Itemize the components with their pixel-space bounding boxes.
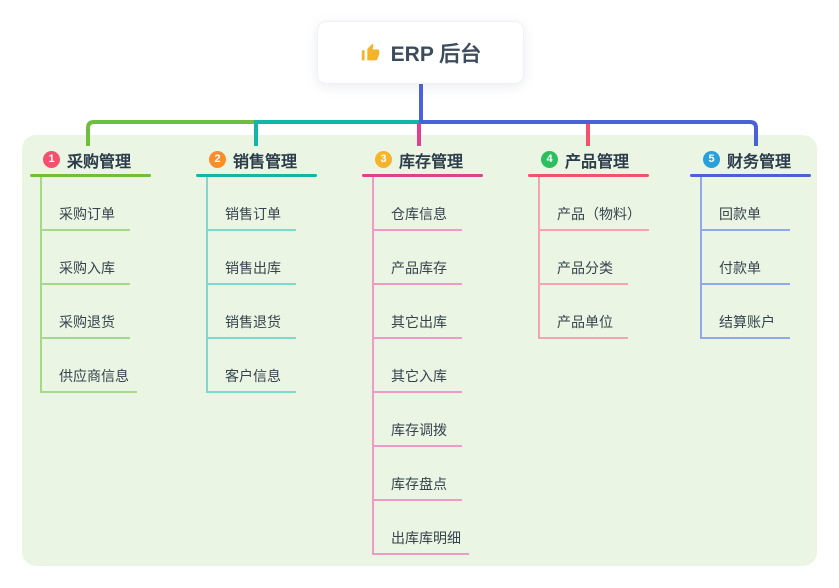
- node-label: 产品分类: [540, 258, 628, 285]
- mindmap-node[interactable]: 库存调拨: [374, 393, 469, 447]
- mindmap-node[interactable]: 采购入库: [42, 231, 137, 285]
- node-label: 客户信息: [208, 366, 296, 393]
- node-label: 付款单: [702, 258, 790, 285]
- node-label: 产品库存: [374, 258, 462, 285]
- branch-5: 5 财务管理 回款单付款单结算账户: [690, 148, 811, 339]
- node-label: 仓库信息: [374, 204, 462, 231]
- branch-number-badge: 4: [541, 151, 558, 168]
- branch-header[interactable]: 2 销售管理: [209, 148, 317, 171]
- branch-underline: [30, 174, 151, 177]
- branch-header[interactable]: 4 产品管理: [541, 148, 649, 171]
- branch-header[interactable]: 5 财务管理: [703, 148, 811, 171]
- mindmap-node[interactable]: 付款单: [702, 231, 790, 285]
- branch-number-badge: 1: [43, 151, 60, 168]
- mindmap-node[interactable]: 回款单: [702, 177, 790, 231]
- mindmap-node[interactable]: 产品分类: [540, 231, 649, 285]
- node-label: 采购退货: [42, 312, 130, 339]
- branch-underline: [196, 174, 317, 177]
- mindmap-node[interactable]: 供应商信息: [42, 339, 137, 393]
- root-node[interactable]: ERP 后台: [317, 21, 524, 84]
- root-title: ERP 后台: [390, 42, 482, 66]
- node-label: 供应商信息: [42, 366, 137, 393]
- node-label: 销售出库: [208, 258, 296, 285]
- node-label: 其它出库: [374, 312, 462, 339]
- branch-underline: [362, 174, 483, 177]
- branches-panel: [22, 135, 817, 566]
- branch-label: 财务管理: [727, 153, 792, 171]
- mindmap-node[interactable]: 库存盘点: [374, 447, 469, 501]
- mindmap-node[interactable]: 结算账户: [702, 285, 790, 339]
- node-label: 结算账户: [702, 312, 790, 339]
- branch-number-badge: 3: [375, 151, 392, 168]
- branch-4: 4 产品管理 产品（物料） 产品分类产品单位: [528, 148, 649, 339]
- mindmap-node[interactable]: 采购订单: [42, 177, 137, 231]
- branch-3: 3 库存管理 仓库信息产品库存其它出库其它入库库存调拨库存盘点出库库明细: [362, 148, 483, 555]
- node-label: 产品单位: [540, 312, 628, 339]
- branch-label: 产品管理: [565, 153, 630, 171]
- node-label: 产品（物料）: [540, 204, 649, 231]
- mindmap-node[interactable]: 产品单位: [540, 285, 649, 339]
- branch-items: 回款单付款单结算账户: [700, 177, 790, 339]
- branch-label: 销售管理: [233, 153, 298, 171]
- branch-label: 采购管理: [67, 153, 132, 171]
- node-label: 出库库明细: [374, 528, 469, 555]
- thumbs-up-icon: [360, 42, 382, 64]
- branch-number-badge: 2: [209, 151, 226, 168]
- branch-header[interactable]: 3 库存管理: [375, 148, 483, 171]
- mindmap-node[interactable]: 销售出库: [208, 231, 296, 285]
- mindmap-node[interactable]: 采购退货: [42, 285, 137, 339]
- branch-items: 销售订单销售出库销售退货客户信息: [206, 177, 296, 393]
- node-label: 销售退货: [208, 312, 296, 339]
- mindmap-node[interactable]: 产品（物料）: [540, 177, 649, 231]
- branch-items: 仓库信息产品库存其它出库其它入库库存调拨库存盘点出库库明细: [372, 177, 469, 555]
- mindmap-node[interactable]: 其它出库: [374, 285, 469, 339]
- branch-header[interactable]: 1 采购管理: [43, 148, 151, 171]
- node-label: 库存调拨: [374, 420, 462, 447]
- branch-underline: [690, 174, 811, 177]
- node-label: 其它入库: [374, 366, 462, 393]
- branch-items: 采购订单采购入库采购退货供应商信息: [40, 177, 137, 393]
- mindmap-node[interactable]: 产品库存: [374, 231, 469, 285]
- branch-1: 1 采购管理 采购订单采购入库采购退货供应商信息: [30, 148, 151, 393]
- mindmap-node[interactable]: 销售退货: [208, 285, 296, 339]
- branch-label: 库存管理: [399, 153, 464, 171]
- node-label: 销售订单: [208, 204, 296, 231]
- node-label: 回款单: [702, 204, 790, 231]
- branch-underline: [528, 174, 649, 177]
- branch-number-badge: 5: [703, 151, 720, 168]
- branch-2: 2 销售管理 销售订单销售出库销售退货客户信息: [196, 148, 317, 393]
- node-label: 采购入库: [42, 258, 130, 285]
- mindmap-node[interactable]: 销售订单: [208, 177, 296, 231]
- mindmap-node[interactable]: 客户信息: [208, 339, 296, 393]
- node-label: 库存盘点: [374, 474, 462, 501]
- node-label: 采购订单: [42, 204, 130, 231]
- mindmap-node[interactable]: 仓库信息: [374, 177, 469, 231]
- mindmap-node[interactable]: 其它入库: [374, 339, 469, 393]
- branch-items: 产品（物料） 产品分类产品单位: [538, 177, 649, 339]
- mindmap-node[interactable]: 出库库明细: [374, 501, 469, 555]
